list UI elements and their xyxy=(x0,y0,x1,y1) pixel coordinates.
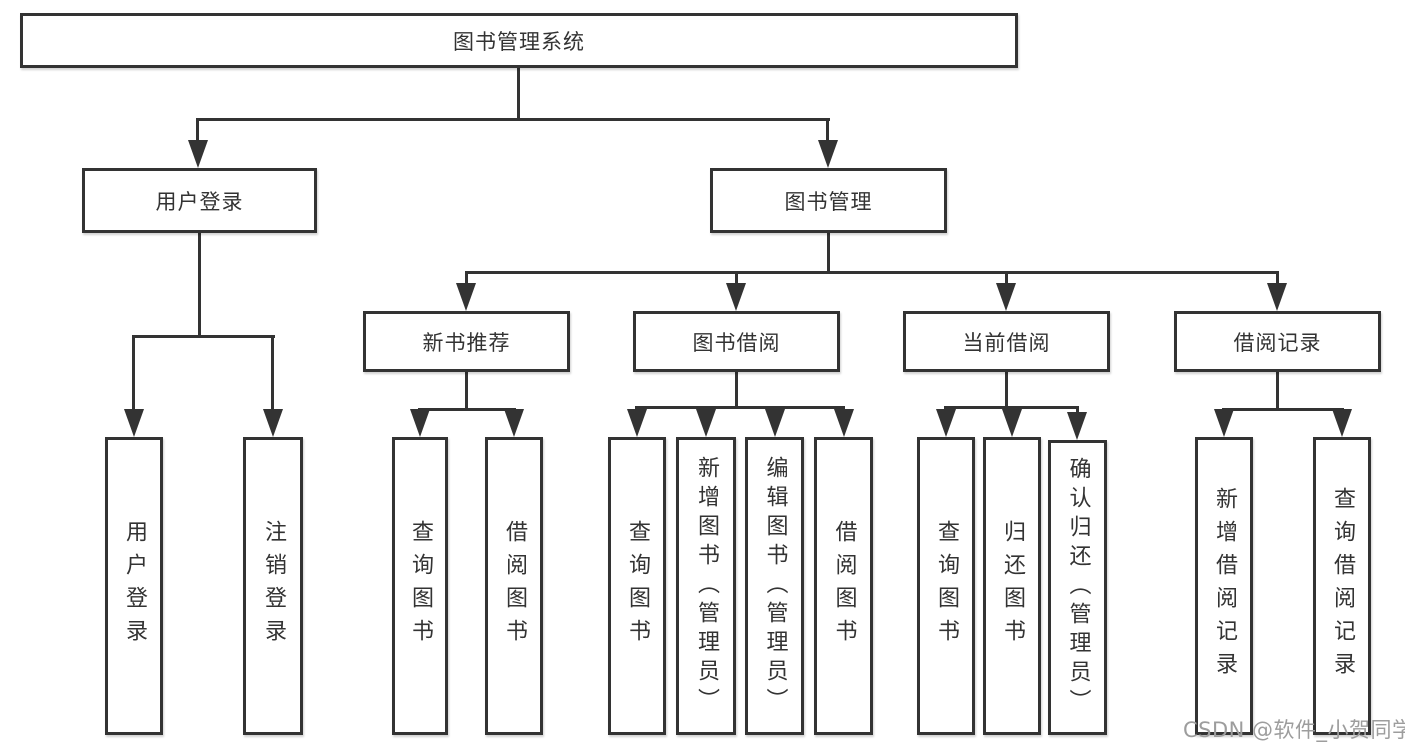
node-label: 查询图书 xyxy=(408,520,433,652)
connector-line xyxy=(827,233,830,271)
connector-line xyxy=(465,271,468,285)
node-label: 借阅记录 xyxy=(1233,330,1322,355)
node-label: 查询借阅记录 xyxy=(1330,487,1355,685)
node-user-login: 用户登录 xyxy=(82,168,317,233)
node-current-borrowing: 当前借阅 xyxy=(903,311,1110,372)
node-label: 编辑图书（管理员） xyxy=(762,455,788,717)
arrow-down-icon xyxy=(410,409,430,437)
arrow-down-icon xyxy=(124,409,144,437)
connector-line xyxy=(635,406,845,409)
connector-line xyxy=(418,408,516,411)
leaf-bb-query-books: 查询图书 xyxy=(608,437,666,735)
node-label: 借阅图书 xyxy=(831,520,857,652)
leaf-cb-confirm-return-admin: 确认归还（管理员） xyxy=(1048,440,1107,735)
node-root: 图书管理系统 xyxy=(20,13,1018,68)
arrow-down-icon xyxy=(936,409,956,437)
node-label: 图书借阅 xyxy=(692,330,781,355)
arrow-down-icon xyxy=(263,409,283,437)
node-label: 借阅图书 xyxy=(502,520,527,652)
connector-line xyxy=(1076,406,1079,414)
connector-line xyxy=(735,372,738,406)
node-label: 确认归还（管理员） xyxy=(1065,457,1091,718)
connector-line xyxy=(132,335,275,338)
leaf-br-query-borrow-record: 查询借阅记录 xyxy=(1313,437,1371,735)
arrow-down-icon xyxy=(1214,409,1234,437)
node-book-borrowing: 图书借阅 xyxy=(633,311,840,372)
leaf-bb-borrow-books: 借阅图书 xyxy=(814,437,873,735)
connector-line xyxy=(1005,271,1008,285)
arrow-down-icon xyxy=(1332,409,1352,437)
arrow-down-icon xyxy=(456,283,476,311)
node-label: 注销登录 xyxy=(261,520,286,652)
connector-line xyxy=(196,118,199,144)
arrow-down-icon xyxy=(1002,409,1022,437)
node-label: 用户登录 xyxy=(155,189,244,214)
node-label: 新增图书（管理员） xyxy=(694,455,719,717)
connector-line xyxy=(826,118,829,144)
arrow-down-icon xyxy=(696,409,716,437)
arrow-down-icon xyxy=(818,140,838,168)
connector-line xyxy=(517,68,520,118)
leaf-user-login: 用户登录 xyxy=(105,437,163,735)
connector-line xyxy=(1222,408,1344,411)
node-label: 新书推荐 xyxy=(422,330,511,355)
leaf-cb-query-books: 查询图书 xyxy=(917,437,975,735)
leaf-bb-add-books-admin: 新增图书（管理员） xyxy=(676,437,736,735)
leaf-bb-edit-books-admin: 编辑图书（管理员） xyxy=(745,437,804,735)
node-label: 图书管理系统 xyxy=(453,29,585,54)
leaf-br-add-borrow-record: 新增借阅记录 xyxy=(1195,437,1253,735)
connector-line xyxy=(1276,271,1279,285)
connector-line xyxy=(1005,372,1008,406)
node-label: 图书管理 xyxy=(784,189,873,214)
connector-line xyxy=(1276,372,1279,408)
node-label: 新增借阅记录 xyxy=(1212,487,1237,685)
node-book-management: 图书管理 xyxy=(710,168,947,233)
arrow-down-icon xyxy=(627,409,647,437)
arrow-down-icon xyxy=(726,283,746,311)
node-label: 查询图书 xyxy=(625,520,650,652)
arrow-down-icon xyxy=(1267,283,1287,311)
node-new-book-recommend: 新书推荐 xyxy=(363,311,570,372)
connector-line xyxy=(271,335,274,411)
connector-line xyxy=(132,335,135,411)
connector-line xyxy=(465,372,468,408)
node-label: 归还图书 xyxy=(1000,520,1025,652)
node-label: 当前借阅 xyxy=(962,330,1051,355)
connector-line xyxy=(735,271,738,285)
leaf-logout: 注销登录 xyxy=(243,437,303,735)
connector-line xyxy=(196,118,830,121)
connector-line xyxy=(465,271,1279,274)
arrow-down-icon xyxy=(188,140,208,168)
arrow-down-icon xyxy=(765,409,785,437)
arrow-down-icon xyxy=(1067,412,1087,440)
arrow-down-icon xyxy=(504,409,524,437)
node-label: 查询图书 xyxy=(934,520,959,652)
leaf-cb-return-books: 归还图书 xyxy=(983,437,1041,735)
node-label: 用户登录 xyxy=(122,520,147,652)
leaf-nb-borrow-books: 借阅图书 xyxy=(485,437,543,735)
connector-line xyxy=(198,233,201,335)
arrow-down-icon xyxy=(834,409,854,437)
arrow-down-icon xyxy=(996,283,1016,311)
csdn-watermark: CSDN @软件_小贺同学 xyxy=(1183,718,1405,742)
leaf-nb-query-books: 查询图书 xyxy=(392,437,448,735)
node-borrow-records: 借阅记录 xyxy=(1174,311,1381,372)
